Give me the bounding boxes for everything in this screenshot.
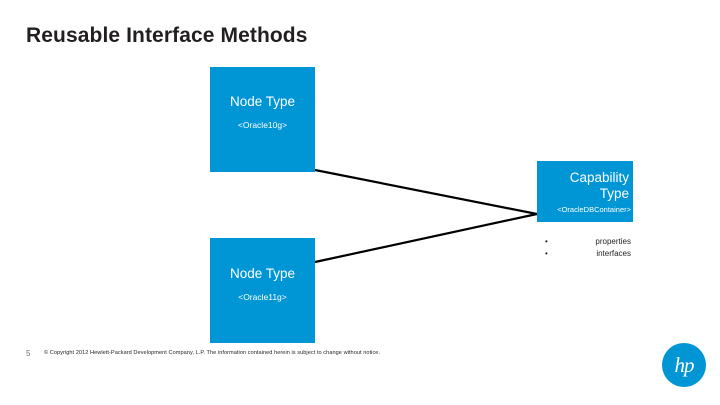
capability-type-title: Capability Type: [541, 170, 629, 202]
node-type-11g-subtitle: <Oracle11g>: [238, 292, 287, 302]
capability-type-box[interactable]: Capability Type <OracleDBContainer>: [537, 161, 633, 222]
capability-bullet-list: • properties • interfaces: [537, 236, 633, 260]
page-title: Reusable Interface Methods: [26, 24, 308, 47]
node-type-11g-title: Node Type: [229, 266, 296, 281]
hp-logo-icon: hp: [662, 343, 706, 387]
bullet-label-interfaces: interfaces: [596, 249, 631, 258]
connector-10g-to-capability: [314, 168, 538, 216]
capability-type-subtitle: <OracleDBContainer>: [557, 205, 631, 214]
bullet-label-properties: properties: [595, 237, 631, 246]
bullet-icon: •: [545, 237, 548, 246]
node-type-10g-box[interactable]: Node Type <Oracle10g>: [210, 67, 315, 172]
hp-logo-text: hp: [674, 353, 695, 377]
slide-page-number: 5: [26, 349, 31, 358]
hp-logo-circle: [662, 343, 706, 387]
bullet-icon: •: [545, 249, 548, 258]
node-type-11g-box[interactable]: Node Type <Oracle11g>: [210, 238, 315, 343]
list-item: • properties: [537, 236, 633, 248]
node-type-10g-title: Node Type: [229, 94, 296, 109]
copyright-notice: © Copyright 2012 Hewlett-Packard Develop…: [44, 350, 381, 356]
capability-type-title-line1: Capability: [569, 170, 629, 185]
capability-type-title-line2: Type: [599, 185, 629, 201]
connector-11g-to-capability: [314, 212, 538, 264]
node-type-10g-subtitle: <Oracle10g>: [237, 120, 288, 130]
list-item: • interfaces: [537, 248, 633, 260]
